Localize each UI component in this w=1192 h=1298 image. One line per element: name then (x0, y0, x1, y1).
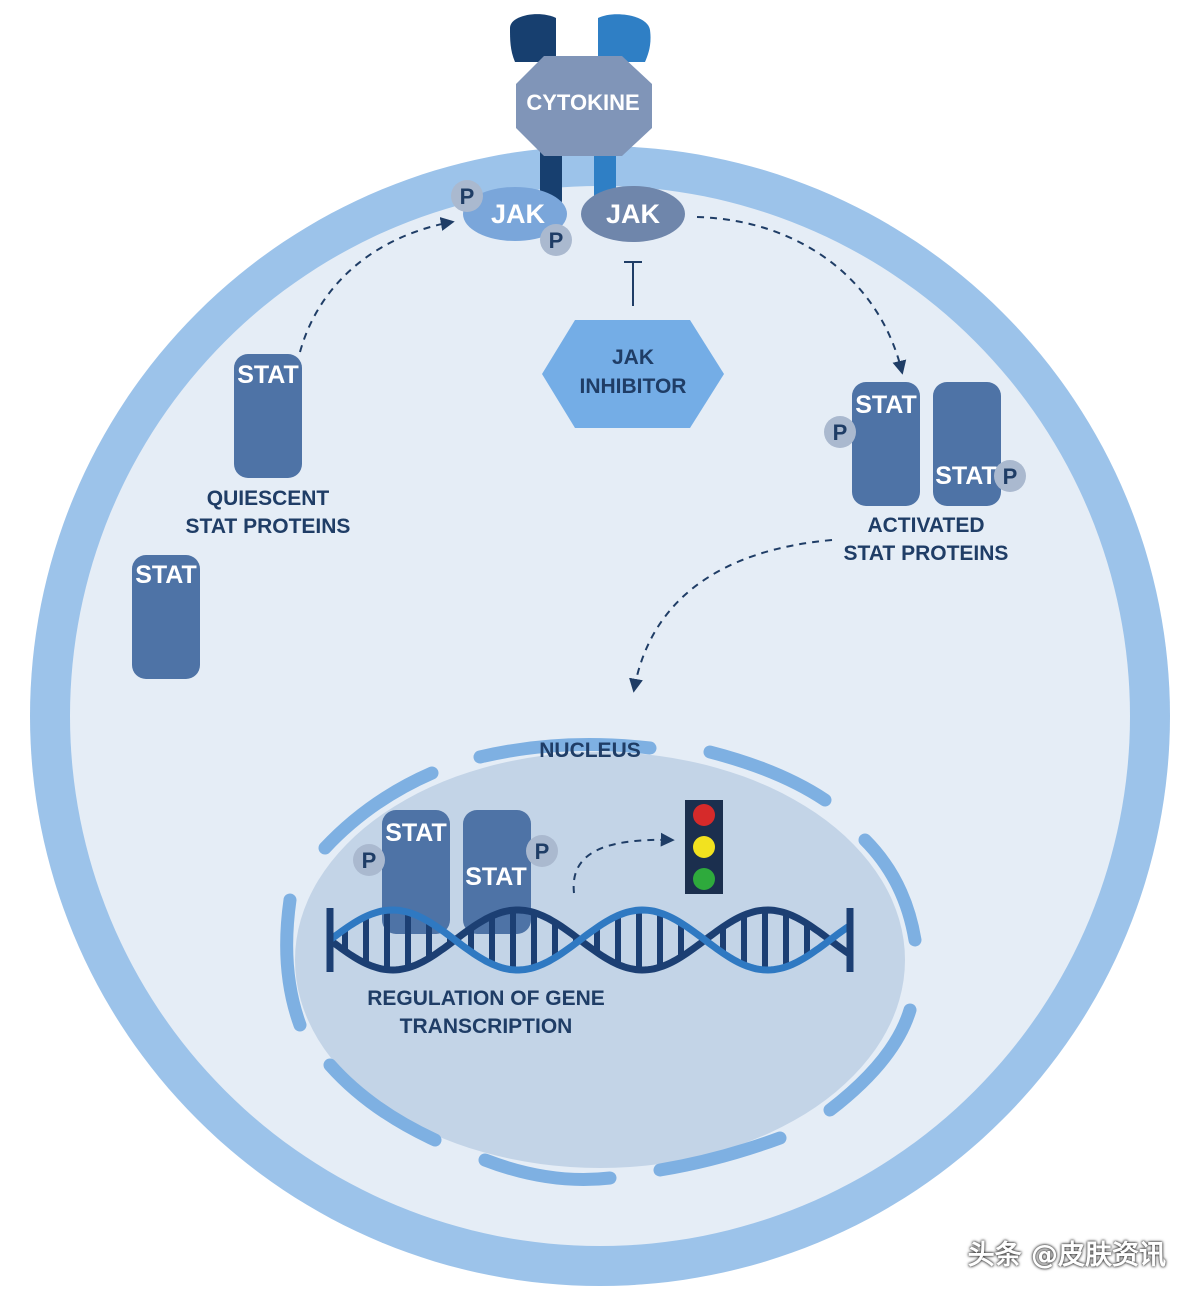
nuclear-envelope (280, 738, 922, 1186)
phosphate-nuclear-2 (526, 835, 558, 867)
nucleus-label: NUCLEUS (539, 739, 641, 762)
cytokine-octagon (516, 56, 652, 156)
phosphate-jak-1 (451, 180, 483, 212)
stat-nuclear-2-label: STAT (465, 863, 527, 891)
arrow-jak-to-activated (696, 216, 907, 375)
signal-green-light (693, 868, 715, 890)
stat-nuclear-1 (382, 810, 450, 934)
stat-activated-1-label: STAT (855, 391, 917, 419)
phosphate-jak-2 (540, 224, 572, 256)
phosphate-activated-1-label: P (833, 420, 848, 445)
quiescent-label-1: QUIESCENT (207, 487, 330, 510)
quiescent-label-2: STAT PROTEINS (186, 515, 351, 538)
jak-inhibitor-label-2: INHIBITOR (580, 375, 687, 398)
traffic-light-icon (685, 800, 723, 894)
jak-right-label: JAK (606, 199, 661, 229)
phosphate-nuclear-1 (353, 844, 385, 876)
stat-nuclear-1-label: STAT (385, 819, 447, 847)
regulation-label-1: REGULATION OF GENE (367, 987, 605, 1010)
stat-quiescent-1-label: STAT (237, 361, 299, 389)
stat-quiescent-1 (234, 354, 302, 478)
arrow-stat-to-signal (572, 832, 675, 894)
dna-strand-2 (326, 906, 853, 974)
signal-yellow-light (693, 836, 715, 858)
stat-quiescent-2 (132, 555, 200, 679)
activated-label-2: STAT PROTEINS (844, 542, 1009, 565)
dna-strand-1 (326, 906, 853, 974)
jak-right (581, 186, 685, 242)
arrow-activated-to-nucleus (629, 539, 833, 693)
jak-left-label: JAK (491, 199, 546, 229)
stat-activated-1 (852, 382, 920, 506)
stat-quiescent-2-label: STAT (135, 561, 197, 589)
arrow-stat-to-jak (299, 217, 455, 353)
watermark: 头条 @皮肤资讯 (967, 1240, 1166, 1271)
regulation-label-2: TRANSCRIPTION (400, 1015, 573, 1038)
phosphate-activated-1 (824, 416, 856, 448)
jak-left (463, 187, 567, 241)
stat-activated-2 (933, 382, 1001, 506)
phosphate-jak-1-label: P (460, 184, 475, 209)
phosphate-activated-2 (994, 460, 1026, 492)
stat-activated-2-label: STAT (935, 462, 997, 490)
inhibition-line (624, 261, 642, 306)
phosphate-activated-2-label: P (1003, 464, 1018, 489)
phosphate-nuclear-2-label: P (535, 839, 550, 864)
phosphate-jak-2-label: P (549, 228, 564, 253)
phosphate-nuclear-1-label: P (362, 848, 377, 873)
cytokine-label: CYTOKINE (526, 90, 639, 115)
activated-label-1: ACTIVATED (867, 514, 984, 537)
jak-inhibitor-hexagon (542, 320, 724, 428)
jak-inhibitor-label-1: JAK (612, 346, 654, 369)
stat-nuclear-2 (463, 810, 531, 934)
signal-red-light (693, 804, 715, 826)
dna-double-helix (326, 906, 854, 974)
